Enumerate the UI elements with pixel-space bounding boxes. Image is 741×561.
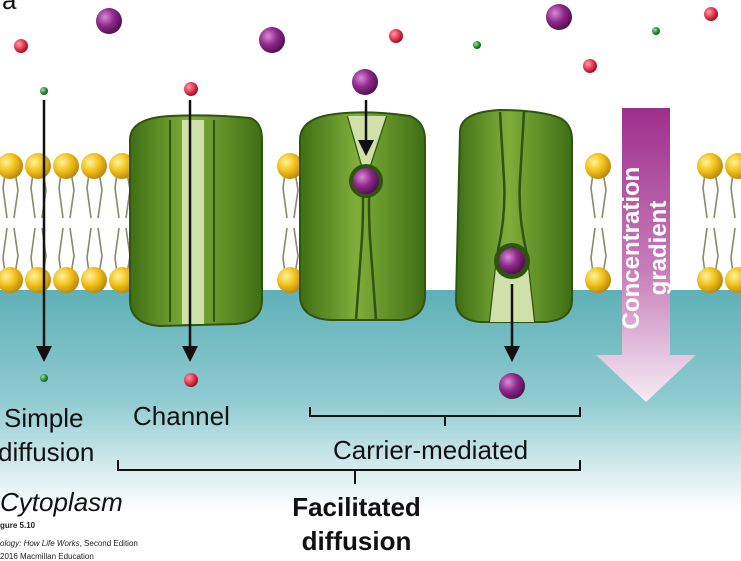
lipid-head <box>697 267 723 293</box>
lipid-heads <box>0 153 741 293</box>
channel-label: Channel <box>133 401 230 431</box>
small-polar-molecule <box>583 59 597 73</box>
lipid-head <box>0 153 23 179</box>
large-molecule <box>499 248 525 274</box>
figure-number: gure 5.10 <box>0 521 36 530</box>
carrier-protein-open-inside <box>454 108 573 323</box>
lipid-head <box>109 153 135 179</box>
gradient-label: Concentration gradient <box>618 158 672 338</box>
lipid-head <box>53 267 79 293</box>
lipid-head <box>585 267 611 293</box>
gradient-label-line2: gradient <box>645 200 672 296</box>
large-molecule <box>96 8 122 34</box>
concentration-gradient-arrow <box>596 108 696 402</box>
facilitated-bracket <box>117 460 581 471</box>
small-nonpolar-molecule <box>652 27 660 35</box>
small-nonpolar-molecule <box>40 87 48 95</box>
simple-diffusion-label-line2: diffusion <box>0 437 95 467</box>
transport-arrows <box>36 100 520 362</box>
lipid-head <box>0 267 23 293</box>
lipid-head <box>277 267 303 293</box>
simple-diffusion-label-line1: Simple <box>4 403 84 433</box>
lipid-head <box>585 153 611 179</box>
large-molecule <box>546 4 572 30</box>
small-polar-molecule <box>14 39 28 53</box>
small-polar-molecule <box>389 29 403 43</box>
small-nonpolar-molecule <box>40 374 48 382</box>
lipid-head <box>25 153 51 179</box>
carrier-mediated-label: Carrier-mediated <box>333 435 529 465</box>
lipid-head <box>81 153 107 179</box>
cytoplasm-label: Cytoplasm <box>0 487 123 517</box>
lipid-head <box>697 153 723 179</box>
channel-protein <box>129 114 263 328</box>
lipid-head <box>725 153 741 179</box>
small-nonpolar-molecule <box>473 41 481 49</box>
lipid-head <box>109 267 135 293</box>
book-edition: , Second Edition <box>79 539 138 548</box>
lipid-head <box>277 153 303 179</box>
molecules <box>14 4 718 399</box>
header-fragment: a <box>2 0 17 15</box>
lipid-head <box>25 267 51 293</box>
facilitated-label-line1: Facilitated <box>292 492 421 522</box>
lipid-head <box>53 153 79 179</box>
lipid-head <box>725 267 741 293</box>
small-polar-molecule <box>184 373 198 387</box>
lipid-head <box>81 267 107 293</box>
large-molecule <box>259 27 285 53</box>
facilitated-label-line2: diffusion <box>301 526 412 556</box>
large-molecule <box>352 69 378 95</box>
cytoplasm-region <box>0 290 741 510</box>
large-molecule <box>353 168 379 194</box>
small-polar-molecule <box>184 82 198 96</box>
small-polar-molecule <box>704 7 718 21</box>
large-molecule <box>499 373 525 399</box>
book-title: ology: How Life Works <box>0 539 80 548</box>
copyright: 2016 Macmillan Education <box>0 552 94 561</box>
book-credit: ology: How Life Works, Second Edition <box>0 539 138 549</box>
gradient-label-line1: Concentration <box>618 166 645 330</box>
brackets <box>117 407 581 484</box>
